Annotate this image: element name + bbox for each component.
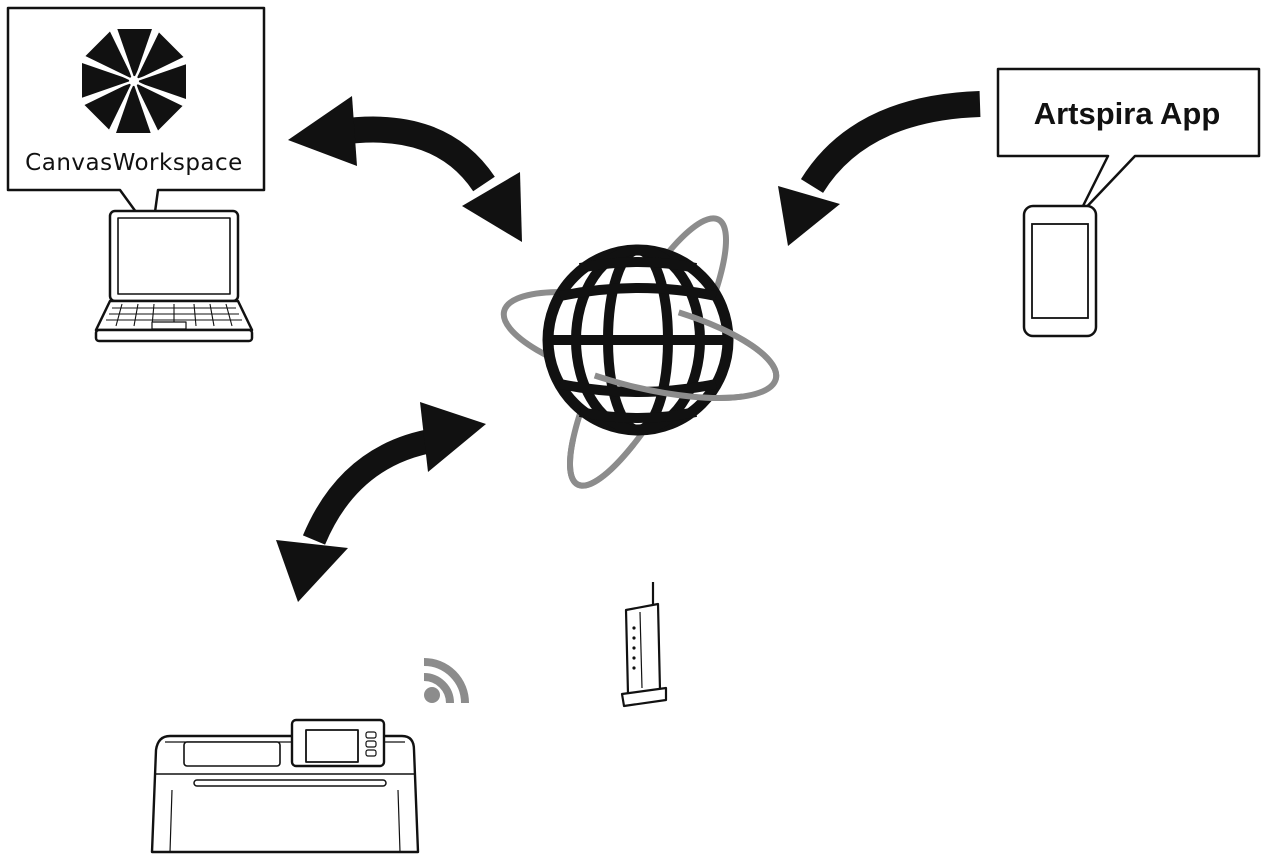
- double-arrow-globe-machine: [276, 402, 486, 602]
- canvasworkspace-bubble: CanvasWorkspace: [6, 6, 266, 236]
- globe-internet-icon: [500, 215, 780, 489]
- double-arrow-canvasworkspace-globe: [288, 96, 522, 242]
- arrow-artspira-globe: [778, 91, 981, 246]
- wireless-router-icon: [620, 582, 668, 708]
- cutting-machine-icon: [150, 718, 420, 854]
- artspira-label: Artspira App: [1034, 96, 1221, 131]
- canvasworkspace-star-logo: [81, 28, 187, 134]
- smartphone-icon: [1022, 204, 1098, 338]
- wifi-signal-icon: [423, 658, 469, 704]
- canvasworkspace-label: CanvasWorkspace: [25, 150, 243, 176]
- laptop-icon: [94, 209, 254, 343]
- artspira-bubble: Artspira App: [996, 67, 1261, 218]
